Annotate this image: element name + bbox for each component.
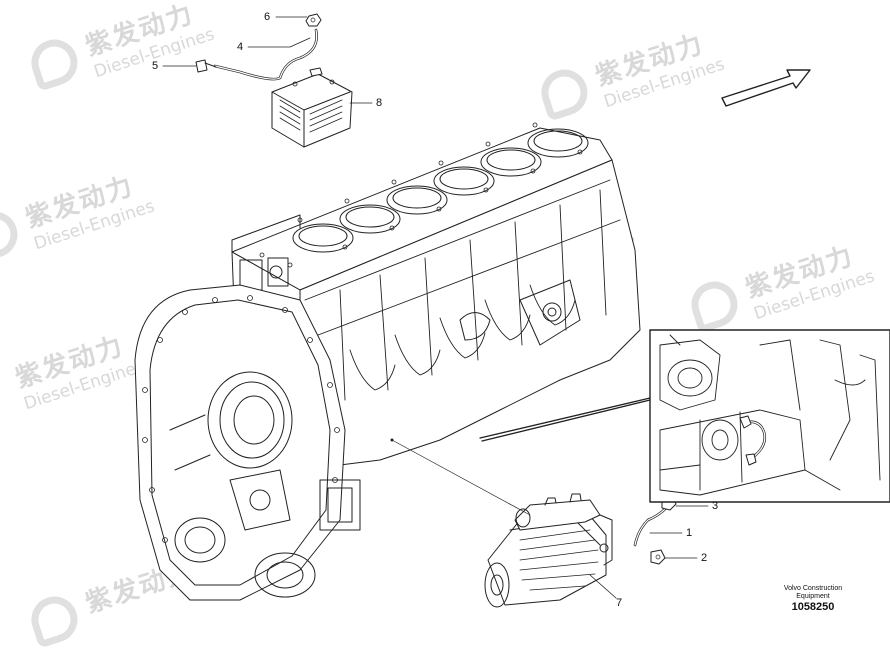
callout-5: 5 (152, 60, 159, 72)
detail-inset (479, 329, 890, 503)
callout-7: 7 (616, 597, 623, 609)
starter-motor (484, 493, 613, 608)
flywheel-housing (134, 284, 361, 601)
control-unit-assembly (195, 13, 353, 148)
callout-8: 8 (376, 97, 383, 109)
callout-1: 1 (686, 527, 693, 539)
callout-leaders (162, 16, 709, 599)
callout-6: 6 (264, 11, 271, 23)
callout-3: 3 (712, 500, 719, 512)
callout-4: 4 (237, 41, 244, 53)
starter-cable (633, 495, 677, 565)
direction-arrow-icon (721, 69, 811, 107)
drawing-number: 1058250 (791, 601, 835, 613)
manufacturer-line1: Volvo Construction (783, 585, 843, 592)
engine-exploded-diagram (134, 13, 890, 608)
callout-2: 2 (701, 552, 708, 564)
manufacturer-line2: Equipment (796, 593, 830, 600)
